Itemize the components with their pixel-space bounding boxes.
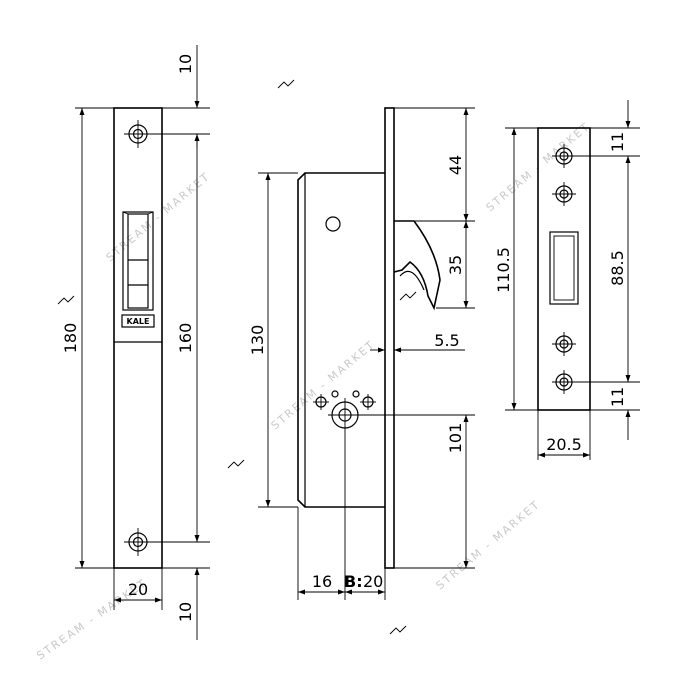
- screw-hole: [552, 182, 576, 206]
- dim-strike-total-height: 110.5: [494, 247, 513, 293]
- watermark-squiggle: [277, 79, 295, 89]
- dim-width: 20: [128, 580, 148, 599]
- lock-body-outline: [297, 172, 385, 508]
- side-faceplate: [384, 107, 395, 569]
- brand-logo-text: KALE: [127, 317, 150, 326]
- dim-top: 44: [446, 155, 465, 175]
- dim-strike-bottom-offset: 11: [608, 387, 627, 407]
- dim-depth: 16: [312, 572, 332, 591]
- dim-latch-projection: 5.5: [434, 331, 459, 350]
- watermark-text: STREAM - MARKET: [434, 498, 543, 593]
- dim-bottom: 101: [446, 423, 465, 454]
- strike-plate-view: 110.5 88.5 11 11 20.5: [494, 100, 640, 460]
- screw-hole: [552, 370, 576, 394]
- brand-logo: KALE: [121, 314, 155, 328]
- watermark-squiggle: [389, 625, 407, 635]
- dim-top-offset: 10: [176, 54, 195, 74]
- watermark-squiggle: [227, 459, 245, 469]
- body-hole: [325, 216, 341, 232]
- dim-bottom-offset: 10: [176, 602, 195, 622]
- watermark-text: STREAM - MARKET: [269, 338, 378, 433]
- dim-body-height: 130: [248, 325, 267, 356]
- dim-strike-width: 20.5: [546, 435, 582, 454]
- strike-plate-outline: [537, 127, 591, 411]
- strike-opening: [549, 231, 579, 305]
- faceplate-view: KALE 180 160 10 10 20: [61, 45, 210, 640]
- latch-opening: [122, 211, 154, 311]
- backset-value: 20: [363, 572, 383, 591]
- side-view: 44 35 101 130 5.5 16 B: 20: [248, 107, 475, 600]
- screw-hole: [552, 332, 576, 356]
- watermark-text: STREAM - MARKET: [104, 170, 213, 265]
- spindle-cluster: [313, 390, 376, 432]
- dim-total-height: 180: [61, 323, 80, 354]
- dim-strike-hole-spacing: 88.5: [608, 250, 627, 286]
- watermark-squiggle: [57, 295, 75, 305]
- dim-latch: 35: [446, 255, 465, 275]
- backset-label: B:: [344, 572, 363, 591]
- watermark-squiggle: [399, 291, 417, 301]
- screw-hole: [124, 528, 152, 556]
- screw-hole: [124, 120, 152, 148]
- latch-bolt: [393, 220, 441, 311]
- dim-strike-top-offset: 11: [608, 132, 627, 152]
- screw-hole: [552, 144, 576, 168]
- dim-hole-spacing: 160: [176, 323, 195, 354]
- faceplate-outline: [113, 107, 163, 569]
